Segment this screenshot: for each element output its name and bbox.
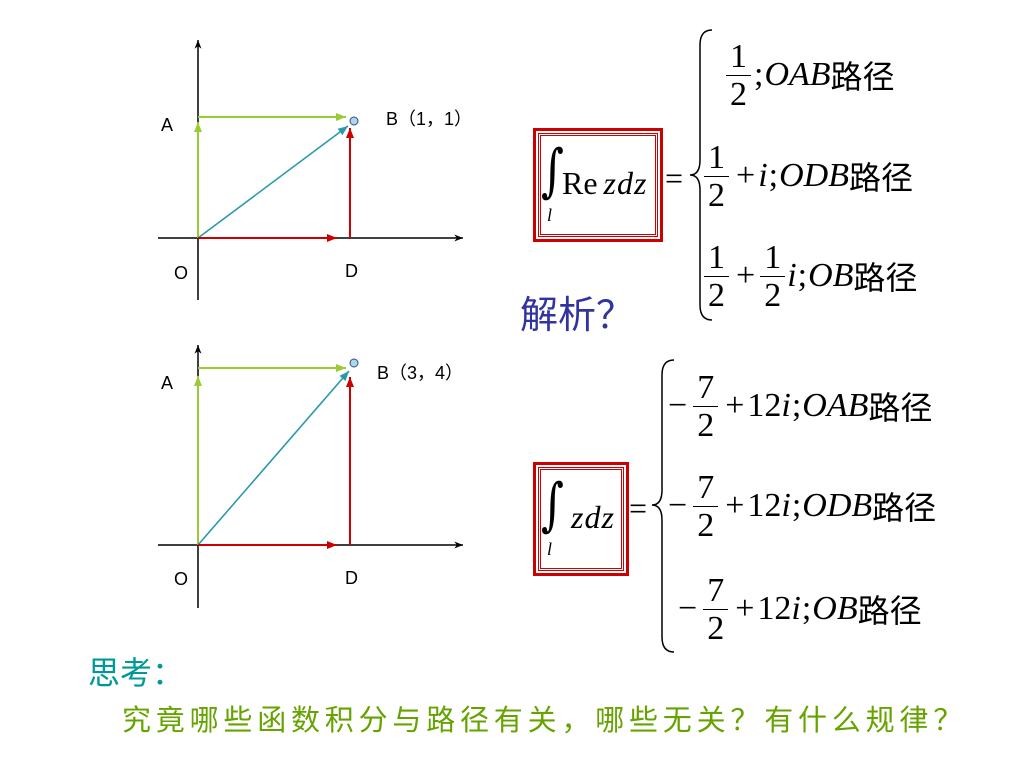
coefficient: 12 <box>757 590 792 627</box>
path-name: OB <box>812 590 858 627</box>
integral-box-inner-border <box>538 133 658 237</box>
imaginary-unit: i <box>781 487 791 524</box>
path-name: OAB <box>764 56 831 93</box>
fraction-denominator: 2 <box>697 406 715 444</box>
imaginary-unit: i <box>758 157 768 194</box>
path-suffix: 路径 <box>830 59 895 95</box>
label-d: D <box>345 261 358 281</box>
vector-ob <box>197 370 350 546</box>
diagram-bottom: A B（3，4） O D <box>158 345 463 608</box>
fraction-denominator: 2 <box>730 75 747 113</box>
fraction: 1 2 <box>760 239 786 314</box>
integral-box-inner-border <box>538 467 624 571</box>
plus-sign: + <box>736 257 756 294</box>
integral-lower-limit: l <box>547 539 553 559</box>
fraction-numerator: 7 <box>693 369 719 407</box>
formula-top-row-oab: 1 2 ; OAB 路径 <box>724 35 895 115</box>
label-a: A <box>161 115 173 135</box>
label-a: A <box>161 373 173 393</box>
fraction: 7 2 <box>693 369 719 444</box>
label-o: O <box>174 263 188 283</box>
plus-sign: + <box>725 487 745 524</box>
fraction: 7 2 <box>703 572 729 647</box>
fraction: 1 2 <box>704 139 729 214</box>
separator: ; <box>791 387 802 424</box>
imaginary-unit: i <box>787 257 797 294</box>
fraction-numerator: 1 <box>704 239 729 277</box>
think-heading: 思考： <box>88 654 185 692</box>
separator: ; <box>754 56 764 93</box>
minus-sign: − <box>678 590 698 627</box>
plus-sign: + <box>736 157 756 194</box>
fraction: 1 2 <box>726 38 751 113</box>
separator: ; <box>791 487 802 524</box>
fraction-denominator: 2 <box>764 276 782 314</box>
path-name: OAB <box>802 387 869 424</box>
fraction-denominator: 2 <box>708 176 725 214</box>
coefficient: 12 <box>747 387 782 424</box>
formula-bottom-row-oab: − 7 2 + 12 i ; OAB 路径 <box>668 366 932 446</box>
question-heading: 解析？ <box>520 293 635 337</box>
plus-sign: + <box>735 590 755 627</box>
imaginary-unit: i <box>791 590 801 627</box>
fraction-denominator: 2 <box>707 609 725 647</box>
label-d: D <box>345 568 358 588</box>
path-suffix: 路径 <box>872 490 937 526</box>
integrand: zdz <box>603 165 648 201</box>
integral-sign: ∫ <box>541 471 564 539</box>
path-suffix: 路径 <box>848 160 913 196</box>
diagram-top: A B（1，1） O D <box>158 40 472 300</box>
fraction-numerator: 1 <box>726 38 751 76</box>
separator: ; <box>801 590 812 627</box>
point-b <box>349 358 359 368</box>
vector-ob <box>197 125 349 239</box>
point-b <box>349 116 359 126</box>
fraction-numerator: 1 <box>704 139 729 177</box>
fraction-denominator: 2 <box>708 276 725 314</box>
fraction-numerator: 7 <box>693 469 719 507</box>
label-b: B（1，1） <box>386 109 472 129</box>
path-suffix: 路径 <box>857 593 922 629</box>
formula-top-row-odb: 1 2 + i ; ODB 路径 <box>702 136 913 216</box>
brace-bottom <box>651 359 675 653</box>
formula-bottom-row-ob: − 7 2 + 12 i ; OB 路径 <box>678 569 922 649</box>
formula-bottom-row-odb: − 7 2 + 12 i ; ODB 路径 <box>668 466 936 546</box>
path-suffix: 路径 <box>868 390 933 426</box>
integral-sign: ∫ <box>541 137 564 205</box>
plus-sign: + <box>725 387 745 424</box>
equals-sign: = <box>665 160 684 196</box>
equals-sign: = <box>629 490 648 526</box>
integral-lower-limit: l <box>547 205 553 225</box>
fraction: 7 2 <box>693 469 719 544</box>
separator: ; <box>768 157 779 194</box>
path-name: ODB <box>802 487 873 524</box>
think-question: 究竟哪些函数积分与路径有关，哪些无关？有什么规律？ <box>122 703 968 737</box>
formula-top-row-ob: 1 2 + 1 2 i ; OB 路径 <box>702 236 917 316</box>
separator: ; <box>797 257 808 294</box>
imaginary-unit: i <box>781 387 791 424</box>
minus-sign: − <box>668 487 688 524</box>
integral-box-bottom: ∫ l zdz <box>533 462 629 576</box>
fraction: 1 2 <box>704 239 729 314</box>
fraction-denominator: 2 <box>697 506 715 544</box>
path-name: ODB <box>779 157 849 194</box>
brace-top <box>689 29 713 321</box>
path-name: OB <box>808 257 854 294</box>
integrand: zdz <box>571 499 615 535</box>
real-part-operator: Re <box>562 165 598 201</box>
coefficient: 12 <box>747 487 782 524</box>
fraction-numerator: 7 <box>703 572 729 610</box>
label-b: B（3，4） <box>377 363 463 383</box>
minus-sign: − <box>668 387 688 424</box>
fraction-numerator: 1 <box>760 239 786 277</box>
label-o: O <box>174 569 188 589</box>
path-suffix: 路径 <box>853 260 918 296</box>
